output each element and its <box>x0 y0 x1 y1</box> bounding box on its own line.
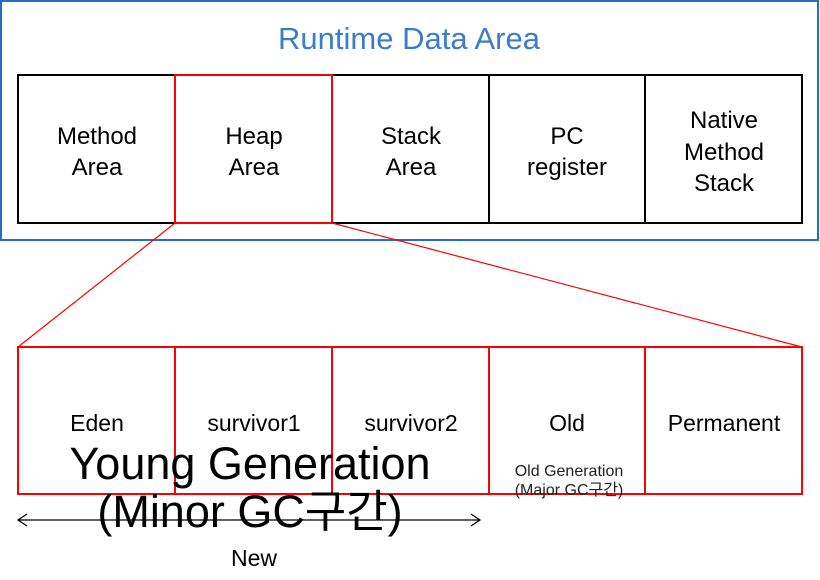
expand-line-right <box>331 222 803 348</box>
heap-areas-row <box>17 346 803 495</box>
expand-line-left <box>17 222 176 348</box>
permanent-box <box>644 346 803 495</box>
young-generation-label: Young Generation(Minor GC구간) <box>69 438 430 537</box>
runtime-data-area-frame <box>0 0 819 241</box>
native-method-stack-box <box>644 74 803 224</box>
eden-label: Eden <box>70 410 124 436</box>
new-label: New <box>231 545 277 571</box>
heap-area-box <box>174 74 333 224</box>
permanent-label: Permanent <box>668 410 781 436</box>
survivor1-label: survivor1 <box>207 410 300 436</box>
old-label: Old <box>549 410 585 436</box>
runtime-data-area-title: Runtime Data Area <box>278 21 541 56</box>
survivor2-label: survivor2 <box>364 410 457 436</box>
old-generation-label: Old Generation(Major GC구간) <box>515 463 624 499</box>
new-range-arrow <box>16 513 482 527</box>
runtime-areas-row <box>17 74 803 224</box>
